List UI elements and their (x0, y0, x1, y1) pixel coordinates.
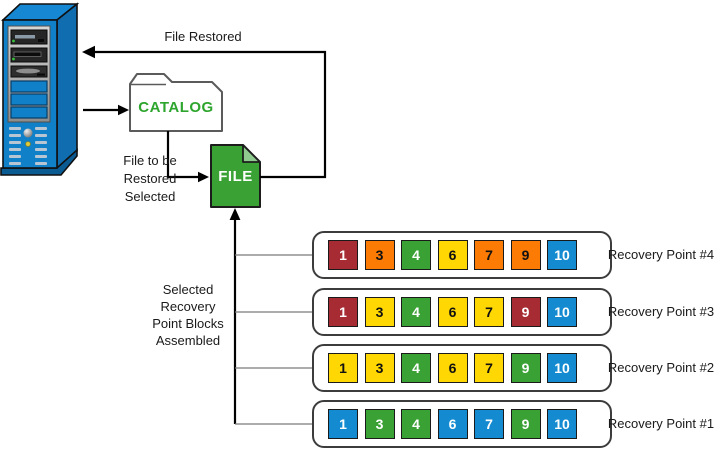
block-4: 4 (401, 353, 431, 383)
block-1: 1 (328, 240, 358, 270)
arrow-server-to-catalog (83, 104, 129, 116)
block-7: 7 (474, 240, 504, 270)
file-to-be-restored-label: File to be Restored Selected (100, 152, 200, 206)
block-1: 1 (328, 297, 358, 327)
blocks-assembled-line1: Selected (162, 282, 214, 297)
block-3: 3 (364, 240, 395, 270)
file-label: FILE (218, 168, 253, 185)
recovery-point-label-1: Recovery Point #1 (607, 416, 715, 431)
blocks-assembled-label: Selected Recovery Point Blocks Assembled (138, 281, 238, 349)
block-9: 9 (510, 240, 541, 270)
block-9: 9 (510, 409, 541, 439)
cd-drive-icon (10, 29, 48, 45)
arrow-blocks-to-file (229, 208, 313, 425)
block-9: 9 (510, 297, 541, 327)
block-10: 10 (547, 240, 577, 270)
recovery-point-label-4: Recovery Point #4 (607, 247, 715, 262)
block-1: 1 (328, 409, 358, 439)
block-3: 3 (364, 409, 395, 439)
file-to-be-restored-line2: Restored (123, 171, 177, 186)
server-tower-icon (0, 2, 80, 176)
block-4: 4 (401, 240, 431, 270)
arrow-catalog-to-file (166, 131, 209, 183)
recovery-point-label-2: Recovery Point #2 (607, 360, 715, 375)
file-to-be-restored-line1: File to be (123, 153, 177, 168)
file-document-icon (210, 144, 261, 208)
block-7: 7 (474, 353, 504, 383)
block-4: 4 (401, 297, 431, 327)
block-3: 3 (364, 353, 395, 383)
block-4: 4 (401, 409, 431, 439)
catalog-label: CATALOG (138, 99, 214, 116)
block-6: 6 (437, 240, 468, 270)
blocks-assembled-line3: Point Blocks (152, 316, 224, 331)
block-6: 6 (437, 353, 468, 383)
file-restored-label: File Restored (164, 29, 242, 44)
block-10: 10 (547, 353, 577, 383)
floppy-drive-icon (10, 47, 48, 63)
folder-icon (129, 73, 223, 132)
blocks-assembled-line4: Assembled (155, 333, 221, 348)
power-button-icon (23, 128, 33, 138)
arrow-file-restored (82, 45, 327, 179)
file-to-be-restored-line3: Selected (124, 189, 176, 204)
block-1: 1 (328, 353, 358, 383)
block-10: 10 (547, 297, 577, 327)
blocks-assembled-line2: Recovery (160, 299, 216, 314)
server-vents (9, 127, 47, 165)
power-led-icon (25, 141, 31, 147)
block-7: 7 (474, 297, 504, 327)
block-3: 3 (364, 297, 395, 327)
block-10: 10 (547, 409, 577, 439)
block-6: 6 (437, 297, 468, 327)
block-9: 9 (510, 353, 541, 383)
recovery-point-label-3: Recovery Point #3 (607, 304, 715, 319)
block-7: 7 (474, 409, 504, 439)
drive-bay-icon (10, 65, 48, 78)
block-6: 6 (437, 409, 468, 439)
